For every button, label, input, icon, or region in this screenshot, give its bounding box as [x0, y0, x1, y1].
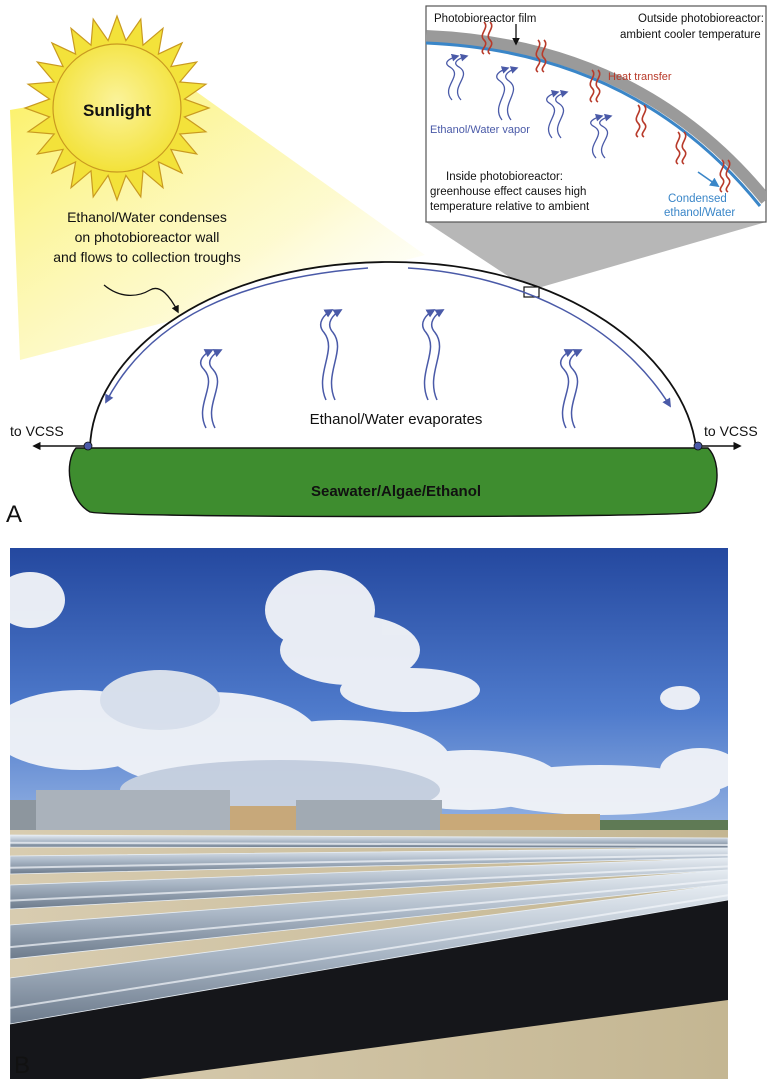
- heat-squiggle: [589, 69, 595, 103]
- tube-highlight: [10, 894, 728, 1009]
- vapor-arrow: [599, 113, 613, 159]
- heat-squiggle: [675, 131, 681, 165]
- vapor-arrow: [555, 89, 569, 139]
- heat-squiggle: [481, 21, 487, 55]
- condensed-label-1: Condensed: [668, 193, 727, 205]
- trough-right: [693, 441, 703, 451]
- inside-label-1: Inside photobioreactor:: [446, 171, 563, 183]
- vapor-arrow: [496, 66, 510, 121]
- evaporation-arrow: [209, 349, 223, 429]
- inset-funnel: [426, 222, 766, 288]
- evaporation-arrows: [200, 309, 583, 429]
- tube-highlight: [10, 854, 728, 869]
- vcss-right-label: to VCSS: [704, 423, 758, 439]
- condense-note-3: and flows to collection troughs: [53, 249, 241, 265]
- outside-label-1: Outside photobioreactor:: [638, 13, 764, 25]
- heat-squiggle: [641, 104, 647, 138]
- evaporation-arrow: [431, 309, 445, 401]
- vapor-arrow: [590, 113, 604, 159]
- inset-detail: Photobioreactor film Outside photobiorea…: [425, 5, 767, 223]
- photobioreactor-film: [426, 30, 766, 204]
- heat-squiggle: [541, 39, 547, 73]
- tube: [10, 869, 728, 960]
- heat-transfer-icons: [481, 21, 731, 193]
- condense-note-1: Ethanol/Water condenses: [67, 209, 227, 225]
- evaporation-arrow: [569, 349, 583, 429]
- vapor-arrow: [546, 89, 560, 139]
- evaporation-arrow: [560, 349, 574, 429]
- condense-note-2: on photobioreactor wall: [75, 229, 220, 245]
- heat-squiggle: [719, 159, 725, 193]
- vcss-left-label: to VCSS: [10, 423, 64, 439]
- vapor-arrow: [455, 53, 469, 101]
- tube-highlight: [10, 878, 728, 949]
- vapor-label: Ethanol/Water vapor: [430, 124, 530, 136]
- inside-label-2: greenhouse effect causes high: [430, 186, 586, 198]
- tube-highlight: [10, 841, 728, 846]
- evaporation-arrow: [422, 309, 436, 401]
- film-label: Photobioreactor film: [434, 13, 536, 25]
- vapor-arrows-inset: [446, 53, 613, 159]
- evaporates-label: Ethanol/Water evaporates: [310, 411, 483, 428]
- clouds: [10, 570, 728, 820]
- sun-icon: [23, 14, 211, 202]
- evaporation-arrow: [200, 349, 214, 429]
- vapor-arrow: [505, 66, 519, 121]
- photobioreactor-dome: [89, 261, 697, 449]
- condense-pointer-arrow: [103, 284, 179, 314]
- condensed-pointer-arrow: [697, 171, 720, 188]
- evaporation-arrow: [329, 309, 343, 401]
- tube: [10, 847, 728, 875]
- condensate-layer: [426, 41, 762, 207]
- heat-squiggle: [635, 104, 641, 138]
- outside-label-2: ambient cooler temperature: [620, 29, 761, 41]
- heat-squiggle: [595, 69, 601, 103]
- liquid-label: Seawater/Algae/Ethanol: [311, 483, 481, 500]
- panel-b-letter: B: [14, 1052, 30, 1079]
- tube: [10, 857, 728, 910]
- trough-left: [83, 441, 93, 451]
- heat-squiggle: [535, 39, 541, 73]
- heat-squiggle: [681, 131, 687, 165]
- greenhouses: [10, 790, 728, 836]
- sun-disc: [52, 43, 182, 173]
- ground: [10, 830, 728, 1079]
- heat-transfer-label: Heat transfer: [608, 71, 672, 83]
- condensate-flow-left-arrow: [105, 267, 369, 404]
- sun-label: Sunlight: [83, 101, 151, 120]
- tube-highlight: [10, 865, 728, 902]
- panel-a-letter: A: [6, 501, 22, 528]
- tube: [10, 883, 728, 1025]
- liquid-basin: [68, 447, 718, 518]
- inside-label-3: temperature relative to ambient: [430, 201, 590, 213]
- photobioreactor-tubes: [10, 834, 728, 1025]
- condensed-label-2: ethanol/Water: [664, 207, 735, 219]
- black-liner: [10, 900, 728, 1079]
- heat-squiggle: [725, 159, 731, 193]
- heat-squiggle: [487, 21, 493, 55]
- panel-a-diagram: Sunlight Photobioreactor film Outside ph…: [6, 5, 767, 528]
- sky: [10, 548, 728, 848]
- evaporation-arrow: [320, 309, 334, 401]
- tube: [10, 834, 728, 849]
- condensate-flow-right-arrow: [407, 267, 671, 408]
- vapor-arrow: [446, 53, 460, 101]
